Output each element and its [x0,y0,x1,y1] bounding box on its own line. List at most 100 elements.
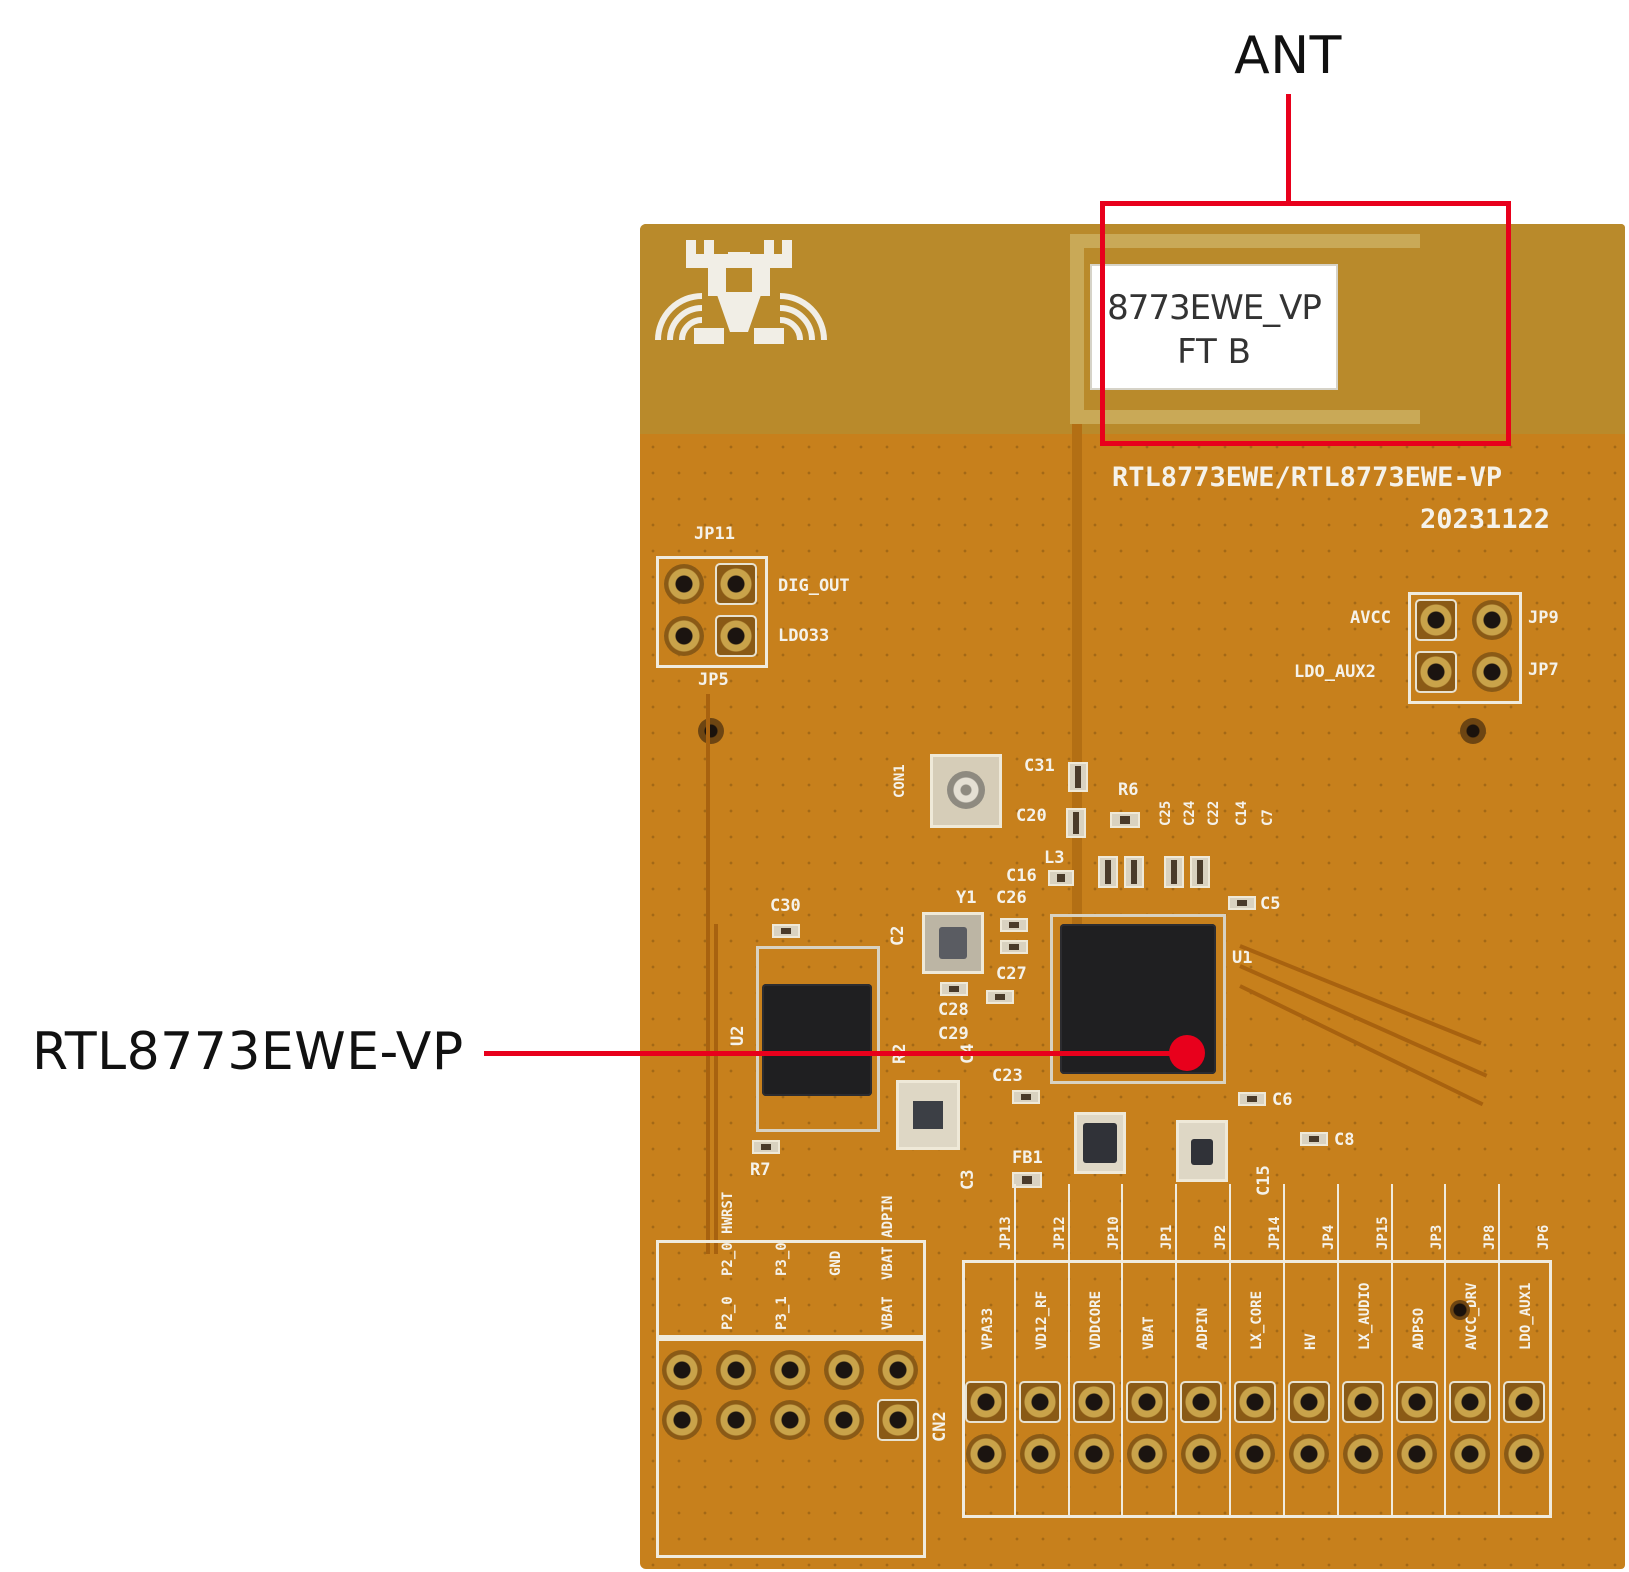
capacitor-c5 [1228,896,1256,910]
cn2-pin-b1 [662,1400,702,1440]
antenna-trace-bottom [1070,410,1420,424]
rf-connector-con1 [930,754,1002,828]
header-col: JP4 HV [1285,1184,1339,1518]
capacitor-c6 [1238,1092,1266,1106]
antenna-leader-line [1286,94,1291,202]
antenna-trace-left [1070,234,1084,424]
label-jp9: JP9 [1528,608,1559,628]
header-col: JP1 VBAT [1123,1184,1178,1518]
board-title: RTL8773EWE/RTL8773EWE-VP [1112,462,1503,493]
cn2-label-p2-0: P2_0 [720,1296,736,1330]
header-jp2-name: JP2 [1213,1224,1230,1250]
header-jp6-pin1 [1503,1381,1546,1423]
rf-connector-ring [947,771,985,809]
header-jp14-name: JP14 [1267,1216,1284,1250]
label-fb1: FB1 [1012,1148,1043,1168]
header-jp1-signal: VBAT [1141,1316,1158,1350]
capacitor-c31 [1068,762,1088,792]
label-c2: C2 [888,925,908,946]
cn2-pin-a3 [770,1350,810,1390]
label-c24: C24 [1182,800,1198,826]
header-jp1-pin2 [1127,1434,1168,1474]
capacitor-c8 [1300,1132,1328,1146]
label-jp7: JP7 [1528,660,1559,680]
jp11-jp5-outline [656,556,768,668]
header-jp14-pin1 [1234,1381,1277,1423]
inductor-l1-body [1083,1123,1117,1163]
header-jp15-pin2 [1342,1434,1383,1474]
label-r6: R6 [1118,780,1139,800]
header-jp2-signal: ADPIN [1195,1307,1212,1350]
chip-leader-dot [1169,1035,1205,1071]
header-jp12-signal: VD12_RF [1033,1290,1050,1350]
label-c27: C27 [996,964,1027,984]
label-c20: C20 [1016,806,1047,826]
header-col: JP8 AVCC_DRV [1446,1184,1501,1518]
jp5-pin1 [664,616,704,656]
label-c6: C6 [1272,1090,1293,1110]
cn2-pin-a5 [878,1350,918,1390]
realtek-logo [655,240,827,344]
jp5-pin2 [715,615,757,657]
header-col: JP15 LX_AUDIO [1339,1184,1393,1518]
label-y1: Y1 [956,888,977,908]
label-c22: C22 [1206,800,1222,826]
label-c14: C14 [1234,800,1250,826]
label-l3: L3 [1044,848,1065,868]
u2-flash-package [762,984,872,1096]
jp11-pin1 [664,564,704,604]
sticker-line-2: FT B [1177,332,1251,372]
header-jp6-signal: LDO_AUX1 [1518,1282,1535,1350]
cn2-label-hwrst: P2_0 HWRST [720,1191,736,1276]
header-col: JP6 LDO_AUX1 [1500,1184,1552,1518]
header-jp13-name: JP13 [998,1216,1014,1250]
label-c26: C26 [996,888,1027,908]
header-col: JP14 LX_CORE [1231,1184,1285,1518]
capacitor-c22 [1164,856,1184,888]
label-u1: U1 [1232,948,1253,968]
antenna-callout-label: ANT [1234,26,1342,86]
resistor-r7 [752,1140,780,1154]
chip-callout-label: RTL8773EWE-VP [32,1022,464,1082]
header-jp8-pin1 [1449,1381,1492,1423]
trace-left-vertical-1 [706,694,710,1254]
label-c31: C31 [1024,756,1055,776]
header-jp10-signal: VDDCORE [1087,1290,1104,1350]
label-c29: C29 [938,1024,969,1044]
jp11-pin2 [715,563,757,605]
header-jp13-pin1 [965,1381,1007,1423]
cn2-pin-a1 [662,1350,702,1390]
header-jp10-pin2 [1073,1434,1114,1474]
header-jp6-name: JP6 [1536,1224,1553,1250]
u1-outline [1050,914,1226,1084]
header-col: JP2 ADPIN [1177,1184,1232,1518]
jp7-pin1 [1415,651,1457,693]
header-jp12-pin2 [1019,1434,1060,1474]
header-jp1-pin1 [1126,1381,1169,1423]
label-c16: C16 [1006,866,1037,886]
header-jp3-name: JP3 [1428,1224,1445,1250]
header-jp1-name: JP1 [1159,1224,1176,1250]
capacitor-c26 [1000,918,1028,932]
label-r7: R7 [750,1160,771,1180]
capacitor-c16 [1048,870,1074,886]
label-ldo33: LDO33 [778,626,830,646]
cn2-label-vbat-adpin: VBAT ADPIN [880,1195,896,1280]
inductor-body [913,1101,943,1129]
header-jp2-pin2 [1181,1434,1222,1474]
header-jp13-pin2 [966,1434,1006,1474]
header-jp12-name: JP12 [1051,1216,1068,1250]
cn2-label-vbat: VBAT [880,1296,896,1330]
capacitor-c14 [1190,856,1210,888]
header-jp13-signal: VPA33 [980,1307,996,1350]
bottom-header-outline [962,1260,1552,1518]
header-jp4-pin1 [1287,1381,1330,1423]
board-sticker: 8773EWE_VP FT B [1090,264,1338,390]
cn2-outline [656,1338,926,1558]
label-c23: C23 [992,1066,1023,1086]
cn2-label-p3-1: P3_1 [774,1296,790,1330]
header-jp14-pin2 [1235,1434,1276,1474]
cn2-pin-b2 [716,1400,756,1440]
cn2-pin-b5 [877,1399,919,1441]
label-c8: C8 [1334,1130,1355,1150]
